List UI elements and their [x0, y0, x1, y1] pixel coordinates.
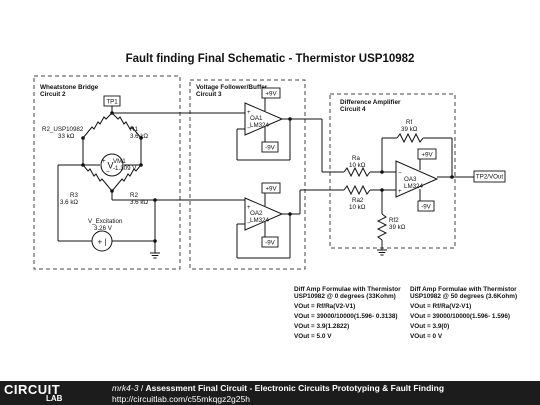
op-amp-oa1 [244, 102, 284, 136]
r2-usp10982-name: R2_USP10982 [42, 126, 84, 133]
vm1-name: VM1 [113, 158, 126, 165]
oa2-minus-glyph: − [247, 220, 251, 227]
formula-right-heading1: Diff Amp Formulae with Thermistor [410, 286, 517, 293]
wheatstone-label: Wheatstone Bridge [40, 84, 99, 91]
rf2-name: Rf2 [389, 217, 399, 224]
vm1-value: -1.309 V [113, 165, 137, 172]
oa3-minus-glyph: − [398, 170, 402, 177]
oa2-name: OA2 [250, 210, 263, 217]
footer-url-link[interactable]: http://circuitlab.com/c55mkqgz2g25h [112, 394, 250, 404]
op-amp-oa3 [395, 160, 439, 198]
formula-left-heading2: USP10982 @ 0 degrees (33Kohm) [294, 293, 396, 300]
footer-bar: CIRCUIT LAB mrk4-3 / Assessment Final Ci… [0, 381, 540, 405]
oa3-neg-rail: -9V [421, 204, 432, 211]
resistor-ra [343, 166, 371, 178]
wheatstone-block [33, 75, 181, 270]
ra-name: Ra [352, 155, 360, 162]
follower-label: Voltage Follower/Buffer [196, 84, 268, 91]
ra2-value: 10 kΩ [349, 204, 366, 211]
oa1-minus-glyph: − [247, 125, 251, 132]
oa1-part: LM324 [250, 122, 269, 129]
formula-right: Diff Amp Formulae with Thermistor USP109… [410, 286, 517, 340]
oa2-plus-glyph: + [247, 204, 251, 211]
vm1-plus-glyph: + [102, 158, 106, 165]
r4-name: R2 [130, 192, 138, 199]
formula-right-line: VOut = 39000/10000(1.596- 1.596) [410, 313, 510, 320]
difference-amplifier: Ra 10 kΩ Ra2 10 kΩ Rf 39 kΩ Rf2 39 kΩ − … [300, 119, 506, 256]
resistor-r3 [82, 138, 113, 192]
oa1-neg-rail: -9V [265, 145, 276, 152]
vexc-value: 3.26 V [94, 225, 113, 232]
schematic-canvas: Fault finding Final Schematic - Thermist… [33, 53, 518, 340]
oa3-pos-rail: +9V [421, 152, 433, 159]
ra2-name: Ra2 [352, 197, 364, 204]
oa1-pos-rail: +9V [265, 91, 277, 98]
difference-sub: Circuit 4 [340, 106, 366, 113]
vm1-minus-glyph: − [106, 169, 110, 176]
footer-user-link[interactable]: mrk4-3 [112, 383, 139, 393]
follower-block [189, 79, 306, 270]
resistor-rf2 [376, 213, 388, 241]
voltmeter-vm1 [100, 153, 124, 177]
formula-right-heading2: USP10982 @ 50 degrees (3.6Kohm) [410, 293, 517, 300]
wheatstone-bridge: TP1 R2_USP10982 33 kΩ R1 3.6 kΩ R3 3.6 k… [42, 95, 245, 259]
footer-separator: / [138, 383, 146, 393]
circuitlab-logo[interactable]: CIRCUIT LAB [4, 382, 94, 403]
oa2-neg-rail: -9V [265, 240, 276, 247]
formula-left-line: VOut = 39000/10000(1.596- 0.3138) [294, 313, 398, 320]
schematic-diagram: Fault finding Final Schematic - Thermist… [33, 53, 517, 340]
formula-left: Diff Amp Formulae with Thermistor USP109… [294, 286, 401, 340]
formula-right-line: VOut = 0 V [410, 333, 443, 340]
voltmeter-v-glyph: V [107, 161, 113, 171]
logo-top-text: CIRCUIT [4, 382, 61, 397]
rf2-value: 39 kΩ [389, 224, 406, 231]
tp1-label: TP1 [106, 99, 118, 106]
oa3-name: OA3 [404, 176, 417, 183]
oa2-part: LM324 [250, 217, 269, 224]
vexc-name: V_Excitation [88, 218, 123, 225]
oa2-pos-rail: +9V [265, 186, 277, 193]
formula-right-line: VOut = 3.9(0) [410, 323, 449, 330]
oa2-follower: + − OA2 LM324 +9V -9V [236, 182, 301, 259]
r4-value: 3.6 kΩ [130, 199, 148, 206]
r3-name: R3 [70, 192, 78, 199]
resistor-rf [396, 132, 424, 144]
tp2-label: TP2/VOut [476, 174, 503, 181]
follower-sub: Circuit 3 [196, 91, 222, 98]
formula-left-line: VOut = Rf/Ra(V2-V1) [294, 303, 355, 310]
oa3-part: LM324 [404, 183, 423, 190]
oa3-plus-glyph: + [398, 188, 402, 195]
resistor-r2 [111, 138, 142, 192]
schematic-title: Fault finding Final Schematic - Thermist… [126, 53, 415, 65]
resistor-r1 [111, 112, 142, 139]
logo-bottom-text: LAB [46, 394, 63, 403]
formula-right-line: VOut = Rf/Ra(V2-V1) [410, 303, 471, 310]
r3-value: 3.6 kΩ [60, 199, 78, 206]
oa1-follower: + − OA1 LM324 +9V -9V [236, 87, 322, 161]
formula-left-line: VOut = 5.0 V [294, 333, 332, 340]
r2-usp10982-value: 33 kΩ [58, 133, 75, 140]
difference-label: Difference Amplifier [340, 99, 401, 106]
rf-value: 39 kΩ [401, 126, 418, 133]
formula-left-line: VOut = 3.9(1.2822) [294, 323, 349, 330]
footer-title-line: mrk4-3 / Assessment Final Circuit - Elec… [112, 383, 444, 393]
op-amp-oa2 [244, 197, 284, 231]
resistor-r2-usp10982 [82, 112, 113, 139]
formula-left-heading1: Diff Amp Formulae with Thermistor [294, 286, 401, 293]
r1-name: R1 [130, 126, 138, 133]
wheatstone-sub: Circuit 2 [40, 91, 66, 98]
oa1-plus-glyph: + [247, 109, 251, 116]
oa1-name: OA1 [250, 115, 263, 122]
excitation-glyph: + | [98, 238, 107, 247]
r1-value: 3.6 kΩ [130, 133, 148, 140]
footer-circuit-title[interactable]: Assessment Final Circuit - Electronic Ci… [145, 383, 445, 393]
ra-value: 10 kΩ [349, 162, 366, 169]
rf-name: Rf [406, 119, 412, 126]
resistor-ra2 [343, 184, 371, 196]
